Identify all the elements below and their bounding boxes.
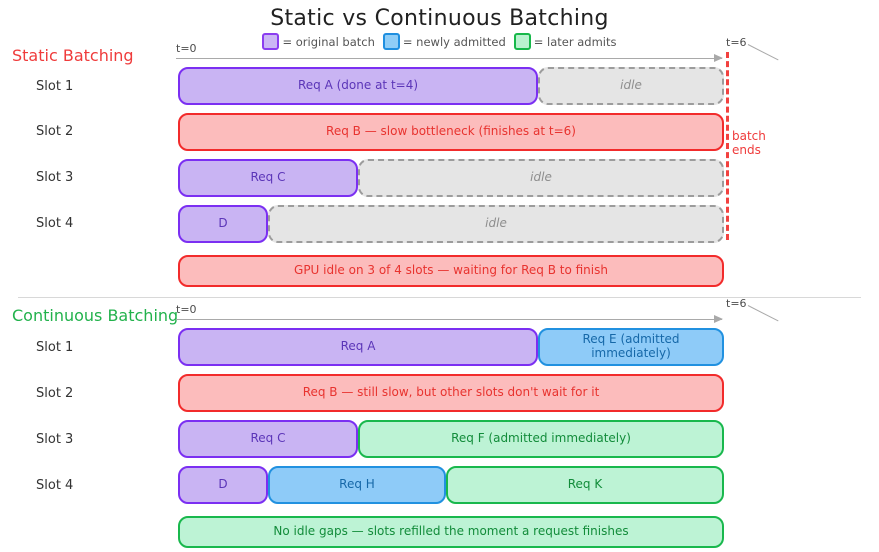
- axis-arrow-continuous-icon: [714, 315, 723, 323]
- bar-static-slot2-reqB[interactable]: Req B — slow bottleneck (finishes at t=6…: [178, 113, 724, 151]
- bar-cont-slot3-reqC[interactable]: Req C: [178, 420, 358, 458]
- timeline-axis-continuous: [176, 319, 722, 320]
- batch-ends-label-line1: batch: [732, 129, 766, 143]
- batch-ends-label-line2: ends: [732, 143, 761, 157]
- slot-label-cont-3: Slot 3: [36, 432, 74, 447]
- axis-tick-start-static: t=0: [176, 42, 197, 55]
- bar-cont-slot1-reqE[interactable]: Req E (admitted immediately): [538, 328, 724, 366]
- legend-label-newly-admitted: = newly admitted: [402, 34, 506, 49]
- summary-static[interactable]: GPU idle on 3 of 4 slots — waiting for R…: [178, 255, 724, 287]
- bar-cont-slot3-reqF[interactable]: Req F (admitted immediately): [358, 420, 724, 458]
- bar-static-slot3-idle[interactable]: idle: [358, 159, 724, 197]
- blue-square-icon: [382, 33, 400, 50]
- slot-label-cont-2: Slot 2: [36, 386, 74, 401]
- bar-cont-slot4-D[interactable]: D: [178, 466, 268, 504]
- slot-label-cont-4: Slot 4: [36, 478, 74, 493]
- legend-item-original: = original batch: [262, 33, 375, 50]
- bar-cont-slot4-reqH[interactable]: Req H: [268, 466, 446, 504]
- bar-cont-slot1-reqA[interactable]: Req A: [178, 328, 538, 366]
- section-label-static: Static Batching: [12, 46, 134, 65]
- axis-arrow-static-icon: [714, 54, 723, 62]
- slot-label-cont-1: Slot 1: [36, 340, 74, 355]
- axis-tick-start-continuous: t=0: [176, 303, 197, 316]
- axis-tick-end-static: t=6: [726, 36, 747, 49]
- slot-label-static-1: Slot 1: [36, 79, 74, 94]
- bar-cont-slot2-reqB[interactable]: Req B — still slow, but other slots don'…: [178, 374, 724, 412]
- green-square-icon: [513, 33, 531, 50]
- slot-label-static-3: Slot 3: [36, 170, 74, 185]
- legend-label-later-admits: = later admits: [533, 34, 617, 49]
- axis-tick-end-continuous: t=6: [726, 297, 747, 310]
- page-title: Static vs Continuous Batching: [270, 6, 609, 31]
- bar-static-slot4-idle[interactable]: idle: [268, 205, 724, 243]
- summary-continuous[interactable]: No idle gaps — slots refilled the moment…: [178, 516, 724, 548]
- bar-static-slot1-idle[interactable]: idle: [538, 67, 724, 105]
- bar-cont-slot4-reqK[interactable]: Req K: [446, 466, 724, 504]
- legend-item-newly-admitted: = newly admitted: [382, 33, 506, 50]
- slot-label-static-4: Slot 4: [36, 216, 74, 231]
- bar-static-slot4-D[interactable]: D: [178, 205, 268, 243]
- legend-label-original: = original batch: [282, 34, 375, 49]
- bar-static-slot1-reqA[interactable]: Req A (done at t=4): [178, 67, 538, 105]
- section-label-continuous: Continuous Batching: [12, 306, 179, 325]
- slot-label-static-2: Slot 2: [36, 124, 74, 139]
- bar-static-slot3-reqC[interactable]: Req C: [178, 159, 358, 197]
- legend: = original batch = newly admitted = late…: [0, 33, 879, 50]
- legend-item-later-admits: = later admits: [513, 33, 617, 50]
- batch-ends-line: [726, 52, 729, 240]
- axis-end-leader-continuous: [747, 305, 779, 322]
- panel-divider: [18, 297, 861, 298]
- timeline-axis-static: [176, 58, 722, 59]
- purple-square-icon: [262, 33, 280, 50]
